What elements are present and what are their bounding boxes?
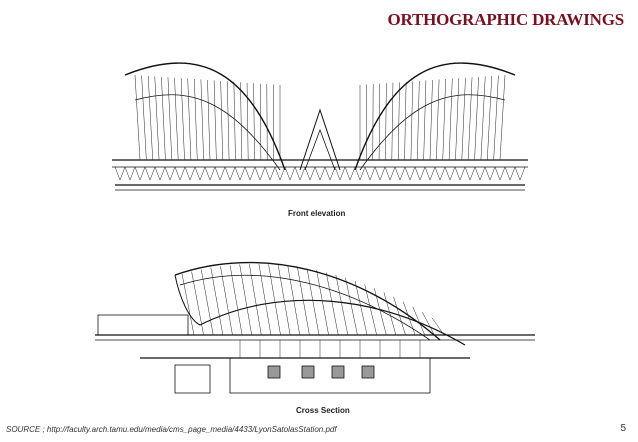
cross-section-image <box>95 261 535 394</box>
cross-section-drawing <box>0 240 638 398</box>
front-elevation-drawing <box>0 30 638 200</box>
slide-title: ORTHOGRAPHIC DRAWINGS <box>387 10 624 29</box>
page-number: 5 <box>620 423 626 434</box>
source-citation: SOURCE ; http://faculty.arch.tamu.edu/me… <box>6 425 337 434</box>
cross-section-caption: Cross Section <box>296 406 350 415</box>
front-elevation-image <box>112 62 528 191</box>
front-elevation-caption: Front elevation <box>288 209 346 218</box>
